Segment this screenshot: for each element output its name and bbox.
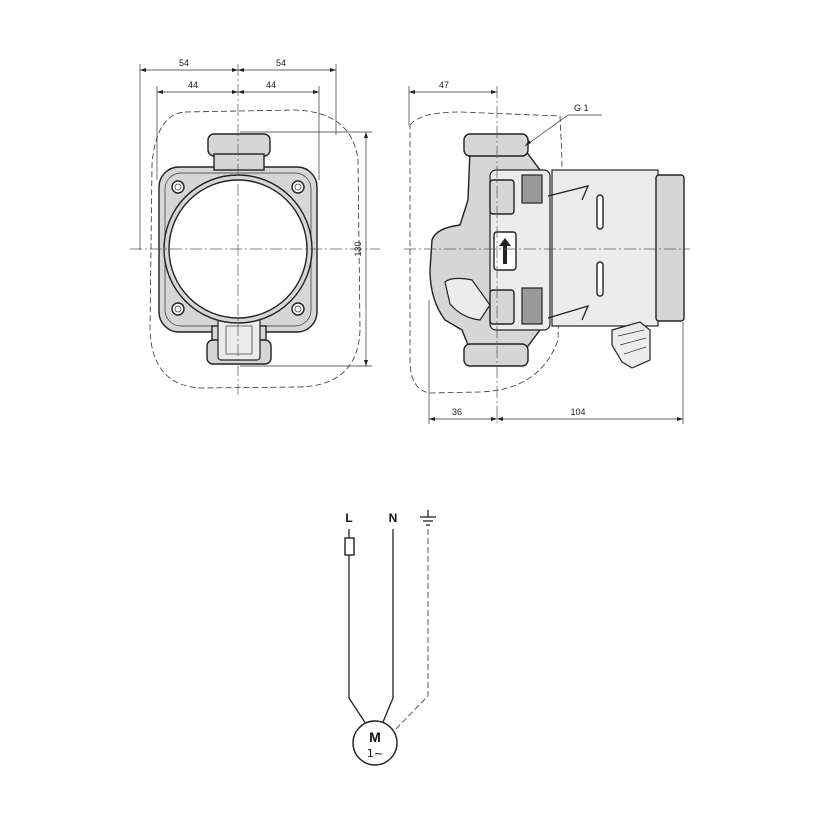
side-dimension-top: 47 (408, 80, 497, 125)
screw-icon (294, 305, 302, 313)
side-flange-lug-bottom (489, 289, 515, 325)
flow-arrow-icon (499, 238, 511, 264)
dim-inner-left-label: 44 (188, 80, 198, 90)
dim-bottom-left-label: 36 (452, 407, 462, 417)
earth-ground-icon (420, 510, 436, 526)
dim-bottom-right-label: 104 (570, 407, 585, 417)
front-top-neck (213, 153, 265, 171)
thread-callout: G 1 (524, 103, 602, 147)
side-dimension-bottom: 36 104 (428, 300, 684, 424)
terminal-live-label: L (345, 511, 352, 525)
motor-phase-label: 1~ (367, 747, 383, 760)
dim-top-label: 47 (439, 80, 449, 90)
side-flange-lug-top (489, 179, 515, 215)
thread-label: G 1 (574, 103, 589, 113)
fuse-icon (344, 537, 355, 556)
front-dimension-outer: 54 54 (139, 58, 337, 250)
screw-icon (291, 302, 305, 316)
dim-outer-right-label: 54 (276, 58, 286, 68)
screw-icon (171, 302, 185, 316)
side-motor-end-cap (655, 174, 685, 322)
front-dimension-inner: 44 44 (156, 80, 320, 180)
motor-label: M (369, 729, 381, 745)
side-bottom-connection (463, 343, 529, 367)
side-bolt-block-bottom (521, 287, 543, 325)
live-wire (348, 555, 367, 725)
side-lower-elbow (444, 277, 491, 321)
front-terminal-box-inner (225, 325, 253, 355)
screw-icon (174, 305, 182, 313)
side-top-connection (463, 133, 529, 157)
front-top-connection (207, 133, 271, 157)
side-vent-slots (596, 194, 604, 297)
screw-icon (174, 183, 182, 191)
side-cable-gland (611, 321, 651, 369)
front-view: 54 54 44 44 130 (130, 58, 380, 395)
screw-icon (291, 180, 305, 194)
screw-icon (171, 180, 185, 194)
neutral-wire (382, 529, 394, 723)
side-clip-bottom (547, 304, 590, 321)
dim-outer-left-label: 54 (179, 58, 189, 68)
front-screws (171, 180, 305, 316)
terminal-neutral-label: N (389, 511, 398, 525)
front-envelope-outline (149, 109, 361, 389)
side-envelope-outline (409, 111, 563, 394)
front-dimension-height: 130 (240, 131, 372, 367)
earth-wire (391, 529, 429, 734)
side-clip-top (547, 185, 590, 201)
side-view: 47 G 1 36 104 (404, 80, 690, 426)
wiring-diagram: L N M 1~ (344, 510, 436, 766)
dim-inner-right-label: 44 (266, 80, 276, 90)
motor-circle (352, 720, 398, 766)
dim-height-label: 130 (353, 241, 363, 256)
side-bolt-block-top (521, 174, 543, 204)
side-motor-cylinder (551, 169, 659, 327)
screw-icon (294, 183, 302, 191)
